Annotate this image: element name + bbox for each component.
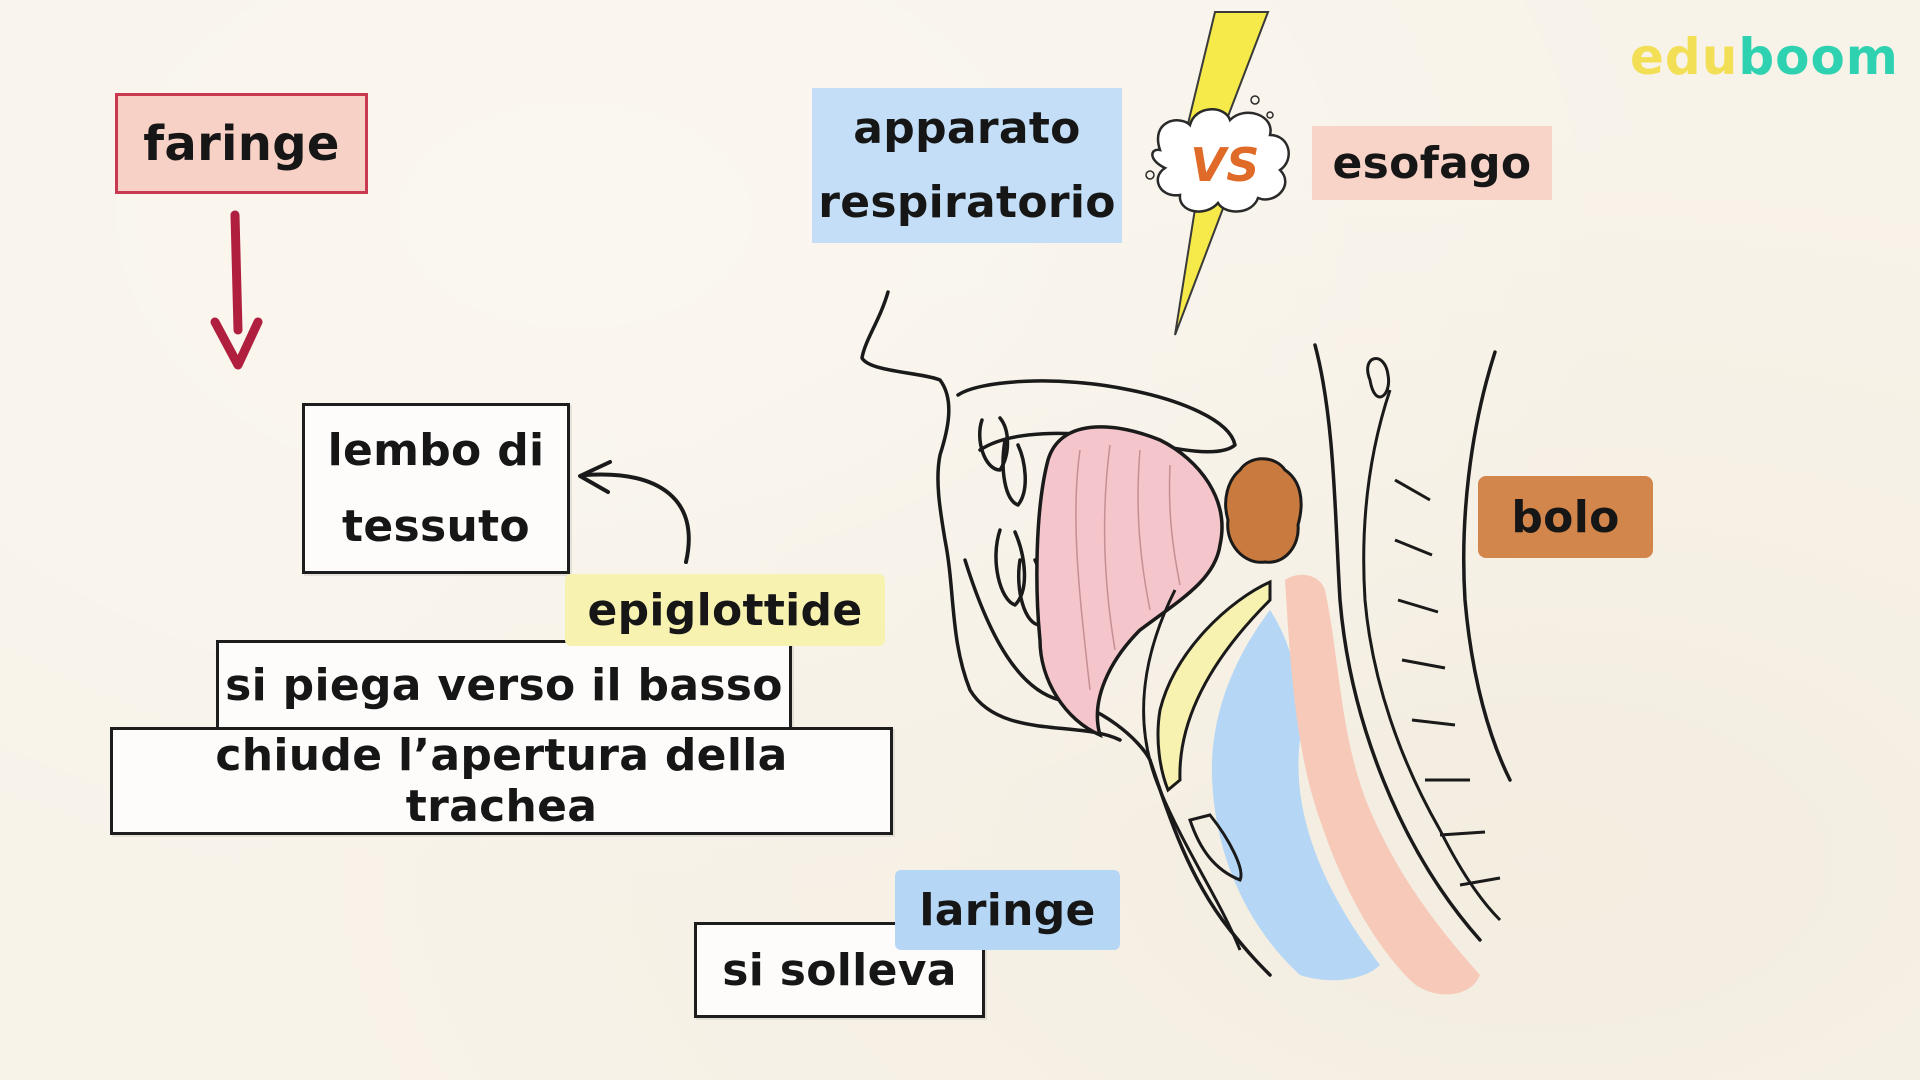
trachea-shape (1211, 610, 1380, 981)
respiratory-line2: respiratorio (818, 176, 1116, 228)
tissue-line2: tessuto (342, 500, 530, 552)
epiglottis-label: epiglottide (565, 574, 885, 646)
vs-text: VS (1190, 138, 1260, 192)
logo-part1: edu (1630, 28, 1739, 86)
spine-illustration (1362, 357, 1502, 922)
vs-burst-icon (1145, 95, 1290, 213)
closes-trachea-label: chiude l’apertura della trachea (110, 727, 893, 835)
esophagus-shape (1285, 574, 1480, 995)
tongue-lines (1075, 444, 1181, 691)
bends-down-label: si piega verso il basso (216, 640, 792, 730)
respiratory-system-label: apparato respiratorio (812, 88, 1122, 243)
tissue-line1: lembo di (327, 424, 545, 476)
curved-arrow-icon (578, 460, 691, 564)
esophagus-label: esofago (1312, 126, 1552, 200)
down-arrow-icon (210, 210, 263, 370)
faringe-label: faringe (115, 93, 368, 194)
epiglottis-shape (1156, 579, 1272, 793)
respiratory-line1: apparato (853, 102, 1081, 154)
logo-part2: boom (1738, 28, 1899, 86)
eduboom-logo: eduboom (1630, 28, 1899, 86)
tongue-shape (1035, 425, 1224, 739)
tissue-flap-label: lembo di tessuto (302, 403, 570, 574)
larynx-lines (1142, 589, 1243, 951)
bolus-shape (1224, 457, 1303, 564)
larynx-label: laringe (895, 870, 1120, 950)
bolus-label: bolo (1478, 476, 1653, 558)
